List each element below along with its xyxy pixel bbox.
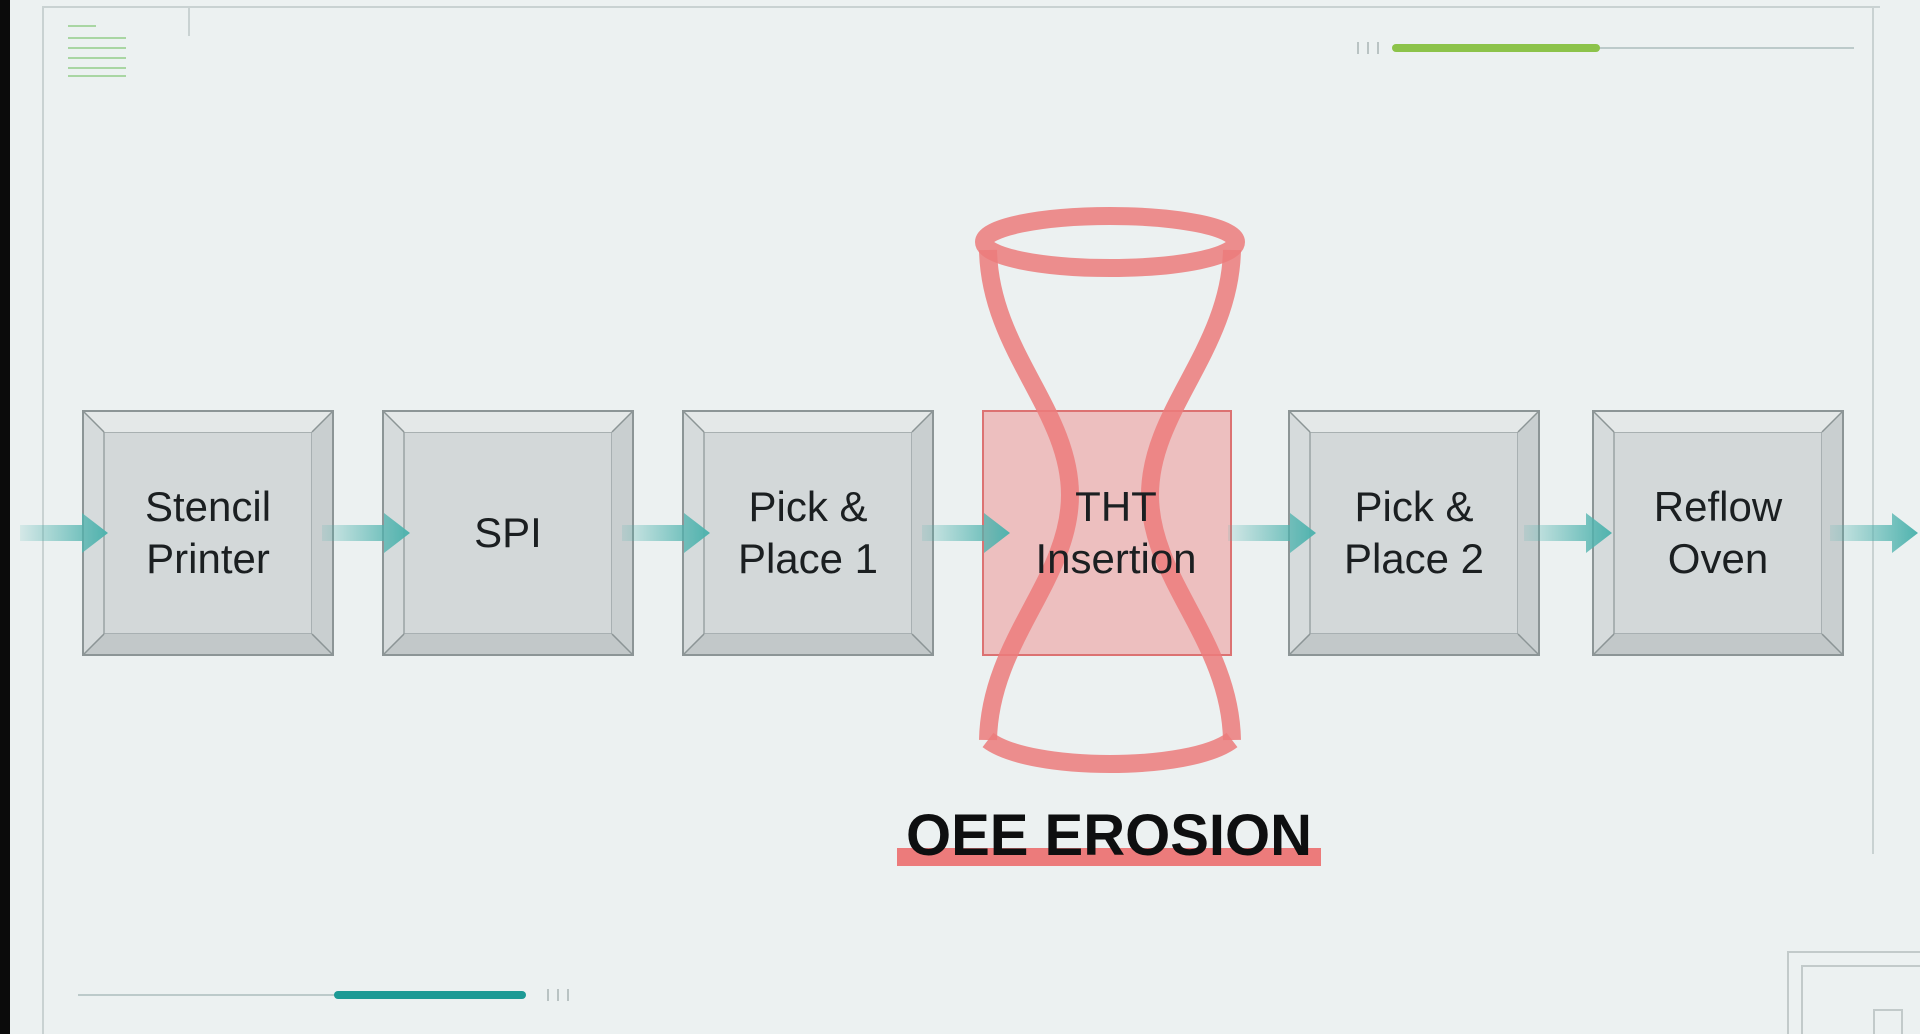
flow-arrow-icon [1830,513,1918,553]
corner-bracket-icon [1787,951,1920,1034]
bottom-progress-decoration [78,989,569,1001]
station-label: SPI [474,509,542,556]
station-label: Reflow Oven [1653,483,1783,582]
station-stencil-printer: Stencil Printer [82,410,334,656]
station-spi: SPI [382,410,634,656]
callout-text: OEE EROSION [905,803,1313,868]
hourglass-icon [975,207,1245,773]
flow-arrow-icon [1524,513,1612,553]
station-pick-place-2: Pick & Place 2 [1288,410,1540,656]
frame-right-line [1872,6,1874,854]
station-bevel [1288,410,1540,656]
flow-arrow-icon [622,513,710,553]
frame-top-tick [188,6,190,36]
station-tht-label-box: THT Insertion [990,410,1242,656]
flow-arrow-icon [1228,513,1316,553]
callout-underline [897,848,1321,866]
menu-lines-icon [68,25,126,77]
frame-top-line [42,6,1880,8]
station-label: Pick & Place 2 [1343,483,1485,582]
station-bevel [82,410,334,656]
station-label: THT Insertion [1035,483,1197,582]
station-label: Stencil Printer [144,483,272,582]
station-bevel [1592,410,1844,656]
flow-arrow-icon [922,513,1010,553]
slide-canvas: Stencil Printer SPI Pick & Place 1 [10,0,1920,1034]
station-pick-place-1: Pick & Place 1 [682,410,934,656]
station-bevel [682,410,934,656]
flow-arrow-icon [322,513,410,553]
frame-left-line [42,6,44,1034]
flow-arrow-icon [20,513,108,553]
station-reflow-oven: Reflow Oven [1592,410,1844,656]
station-bevel [382,410,634,656]
top-progress-decoration [1357,42,1854,54]
oee-erosion-callout: OEE EROSION [897,806,1321,866]
station-label: Pick & Place 1 [737,483,879,582]
